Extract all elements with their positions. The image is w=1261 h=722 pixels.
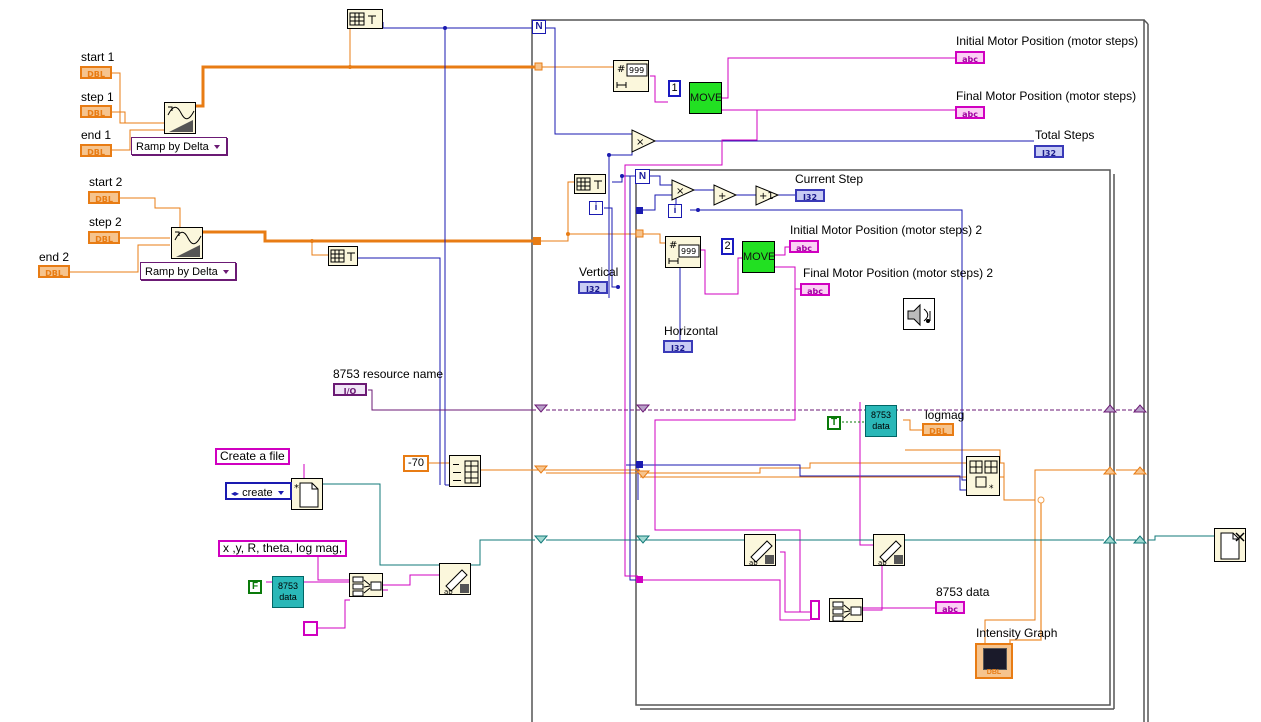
final-motor2-label: Final Motor Position (motor steps) 2 bbox=[803, 266, 994, 280]
format-string-node-1: #999 bbox=[613, 60, 649, 92]
initial-motor2-terminal: abc bbox=[789, 240, 819, 253]
replace-array-subset-node: * bbox=[966, 456, 1000, 496]
concatenate-strings-node-1 bbox=[349, 573, 383, 597]
logmag-terminal: DBL bbox=[922, 423, 954, 436]
arith-nodes bbox=[631, 129, 780, 206]
initial-motor-label: Initial Motor Position (motor steps) bbox=[956, 34, 1139, 48]
one-constant: 1 bbox=[668, 80, 681, 97]
header-string-constant: x ,y, R, theta, log mag, bbox=[218, 540, 348, 557]
empty-string-constant bbox=[303, 621, 318, 636]
write-text-file-node-3: ab bbox=[873, 534, 905, 567]
svg-text:×: × bbox=[676, 186, 684, 197]
end2-label: end 2 bbox=[39, 250, 70, 264]
total-steps-terminal: I32 bbox=[1034, 145, 1064, 158]
total-steps-label: Total Steps bbox=[1035, 128, 1095, 142]
svg-text:+: + bbox=[718, 191, 726, 202]
outer-loop-iteration-terminal: i bbox=[589, 201, 603, 215]
resource-terminal[interactable]: I/O bbox=[333, 383, 367, 396]
start2-label: start 2 bbox=[89, 175, 123, 189]
end1-terminal[interactable]: DBL bbox=[80, 144, 112, 157]
create-file-string-constant: Create a file bbox=[215, 448, 290, 465]
outer-loop-count-terminal: N bbox=[532, 20, 546, 34]
close-file-node bbox=[1214, 528, 1246, 562]
end1-label: end 1 bbox=[81, 128, 112, 142]
8753-data-label: 8753 data bbox=[936, 585, 990, 599]
svg-text:999: 999 bbox=[681, 247, 696, 256]
open-create-file-node: * bbox=[291, 478, 323, 510]
final-motor-label: Final Motor Position (motor steps) bbox=[956, 89, 1137, 103]
true-constant: T bbox=[827, 416, 841, 430]
ramp-enum-2[interactable]: Ramp by Delta bbox=[140, 262, 236, 280]
false-constant: F bbox=[248, 580, 262, 594]
write-text-file-node-2: ab bbox=[744, 534, 776, 567]
array-size-node-1 bbox=[347, 9, 383, 29]
resource-label: 8753 resource name bbox=[333, 367, 444, 381]
svg-text:ab: ab bbox=[749, 559, 758, 567]
neg70-constant: -70 bbox=[403, 455, 429, 472]
step2-label: step 2 bbox=[89, 215, 122, 229]
inner-loop-iteration-terminal: i bbox=[668, 204, 682, 218]
svg-text:+1: +1 bbox=[759, 191, 774, 202]
end2-terminal[interactable]: DBL bbox=[38, 265, 70, 278]
concatenate-strings-node-2 bbox=[829, 598, 863, 622]
initial-motor2-label: Initial Motor Position (motor steps) 2 bbox=[790, 223, 983, 237]
horizontal-label: Horizontal bbox=[664, 324, 719, 338]
two-constant: 2 bbox=[721, 238, 734, 255]
step1-label: step 1 bbox=[81, 90, 114, 104]
inner-loop-count-terminal: N bbox=[635, 169, 650, 184]
ramp-node-1 bbox=[164, 102, 196, 134]
start1-label: start 1 bbox=[81, 50, 115, 64]
start2-terminal[interactable]: DBL bbox=[88, 191, 120, 204]
svg-text:ab: ab bbox=[878, 559, 887, 567]
8753-data-subvi-2: 8753 data bbox=[865, 405, 897, 437]
vertical-label: Vertical bbox=[579, 265, 619, 279]
final-motor2-terminal: abc bbox=[800, 283, 830, 296]
array-size-node-3 bbox=[574, 174, 606, 194]
move-subvi-1: MOVE bbox=[689, 82, 722, 114]
tunnels bbox=[533, 62, 1148, 583]
ramp-node-2 bbox=[171, 227, 203, 259]
vertical-terminal: I32 bbox=[578, 281, 608, 294]
step2-terminal[interactable]: DBL bbox=[88, 231, 120, 244]
move-subvi-2: MOVE bbox=[742, 241, 775, 273]
svg-text:*: * bbox=[294, 483, 299, 494]
logmag-label: logmag bbox=[925, 408, 965, 422]
chevron-down-icon bbox=[277, 491, 284, 496]
intensity-graph-label: Intensity Graph bbox=[976, 626, 1058, 640]
intensity-graph-type: DBL bbox=[986, 669, 1002, 676]
array-size-node-2 bbox=[328, 246, 358, 266]
format-string-node-2: #999 bbox=[665, 236, 701, 268]
svg-text:#: # bbox=[617, 64, 625, 75]
intensity-graph-terminal: DBL bbox=[975, 643, 1013, 679]
horizontal-terminal: I32 bbox=[663, 340, 693, 353]
svg-text:999: 999 bbox=[629, 66, 644, 75]
svg-text:#: # bbox=[669, 240, 677, 251]
intensity-graph-icon bbox=[983, 648, 1007, 670]
final-motor-terminal: abc bbox=[955, 106, 985, 119]
svg-text:*: * bbox=[989, 484, 994, 494]
svg-text:ab: ab bbox=[444, 588, 453, 596]
create-enum[interactable]: ◂▸ create bbox=[225, 482, 292, 500]
initial-motor-terminal: abc bbox=[955, 51, 985, 64]
8753-data-subvi-1: 8753 data bbox=[272, 576, 304, 608]
sound-node bbox=[903, 298, 935, 330]
outer-for-loop bbox=[531, 19, 1145, 722]
ramp-enum-1[interactable]: Ramp by Delta bbox=[131, 137, 227, 155]
chevron-down-icon bbox=[213, 145, 220, 150]
initialize-array-node bbox=[449, 455, 481, 487]
svg-text:×: × bbox=[636, 137, 644, 148]
empty-string-constant-2 bbox=[810, 600, 820, 620]
start1-terminal[interactable]: DBL bbox=[80, 66, 112, 79]
step1-terminal[interactable]: DBL bbox=[80, 105, 112, 118]
write-text-file-node-1: ab bbox=[439, 563, 471, 596]
enum-arrows-icon: ◂▸ bbox=[231, 489, 240, 498]
current-step-terminal: I32 bbox=[795, 189, 825, 202]
8753-data-terminal: abc bbox=[935, 601, 965, 614]
chevron-down-icon bbox=[222, 270, 229, 275]
current-step-label: Current Step bbox=[795, 172, 864, 186]
inner-for-loop bbox=[635, 169, 1111, 706]
